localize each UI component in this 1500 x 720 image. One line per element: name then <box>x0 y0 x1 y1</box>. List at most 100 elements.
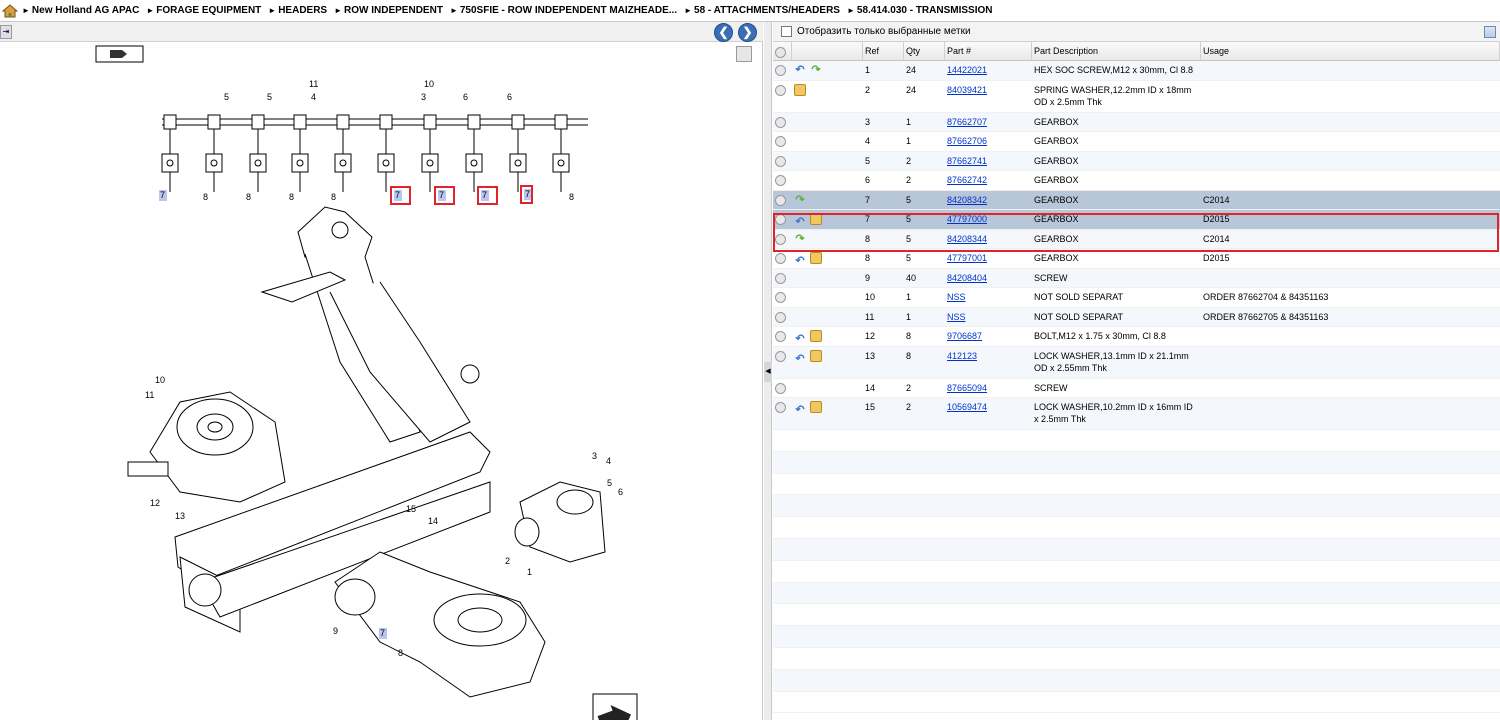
part-number-link[interactable]: 412123 <box>947 350 978 361</box>
expand-row-icon[interactable] <box>775 350 786 362</box>
part-number-link[interactable]: NSS <box>947 311 966 322</box>
breadcrumb-item[interactable]: ►58.414.030 - TRANSMISSION <box>846 5 993 16</box>
breadcrumb-item[interactable]: ►FORAGE EQUIPMENT <box>146 5 262 16</box>
collapse-icon[interactable]: ⇥ <box>0 25 12 39</box>
part-number-link[interactable]: 84208342 <box>947 194 988 205</box>
expand-all-icon[interactable] <box>773 42 792 60</box>
qty-cell: 24 <box>906 84 917 95</box>
part-number-link[interactable]: 84039421 <box>947 84 988 95</box>
zoom-fit-icon[interactable] <box>736 46 752 62</box>
expand-row-icon[interactable] <box>775 402 786 413</box>
forward-arrow-icon[interactable]: ↷ <box>811 64 821 76</box>
part-number-link[interactable]: 87662707 <box>947 116 988 127</box>
home-icon[interactable] <box>2 3 18 19</box>
back-arrow-icon[interactable]: ↶ <box>795 255 805 267</box>
row-icons: ↷ <box>792 230 863 249</box>
show-selected-checkbox[interactable] <box>781 26 792 37</box>
part-number-link[interactable]: 47797001 <box>947 253 988 263</box>
expand-row-icon[interactable] <box>775 136 786 147</box>
package-icon[interactable] <box>810 401 822 413</box>
expand-row-icon[interactable] <box>775 155 786 167</box>
expand-row-icon[interactable] <box>775 331 786 342</box>
back-arrow-icon[interactable]: ↶ <box>795 333 805 345</box>
collapse-left-icon[interactable]: ◀ <box>764 362 772 382</box>
part-number-link[interactable]: 84208344 <box>947 233 988 244</box>
expand-row-icon[interactable] <box>775 116 786 128</box>
col-usage[interactable]: Usage <box>1201 42 1500 60</box>
bottom-label[interactable]: 7 <box>159 190 167 201</box>
expand-row-icon[interactable] <box>775 292 786 303</box>
part-number-link[interactable]: 87662706 <box>947 136 988 146</box>
breadcrumb-item[interactable]: ►750SFIE - ROW INDEPENDENT MAIZHEADE... <box>449 5 678 16</box>
expand-row-icon[interactable] <box>775 253 786 264</box>
package-icon[interactable] <box>810 330 822 342</box>
col-ref[interactable]: Ref <box>863 42 904 60</box>
part-number-link[interactable]: 84208404 <box>947 272 988 283</box>
highlighted-ref-7[interactable]: 7 <box>477 186 498 205</box>
highlighted-ref-7[interactable]: 7 <box>390 186 411 205</box>
expand-row-icon[interactable] <box>775 382 786 394</box>
back-to-list-icon[interactable] <box>592 693 638 720</box>
part-number-link[interactable]: 14422021 <box>947 65 988 75</box>
expand-row-icon[interactable] <box>775 311 786 323</box>
part-number-link[interactable]: 47797000 <box>947 214 988 224</box>
expand-row-icon[interactable] <box>775 233 786 245</box>
part-number-link[interactable]: 9706687 <box>947 331 983 341</box>
previous-diagram-button[interactable]: ❮ <box>714 23 733 42</box>
breadcrumb-item[interactable]: ►58 - ATTACHMENTS/HEADERS <box>684 5 840 16</box>
back-arrow-icon[interactable]: ↶ <box>795 216 805 228</box>
panel-splitter[interactable]: ◀ <box>764 22 772 720</box>
expand-row-icon[interactable] <box>775 194 786 206</box>
print-icon[interactable] <box>95 45 144 63</box>
col-desc[interactable]: Part Description <box>1032 42 1201 60</box>
highlighted-ref-7[interactable]: 7 <box>434 186 455 205</box>
back-arrow-icon[interactable]: ↶ <box>795 64 805 76</box>
forward-arrow-icon[interactable]: ↷ <box>795 232 805 245</box>
next-diagram-button[interactable]: ❯ <box>738 23 757 42</box>
breadcrumb-item[interactable]: ►New Holland AG APAC <box>22 5 140 16</box>
grid-settings-icon[interactable] <box>1484 26 1496 38</box>
back-arrow-icon[interactable]: ↶ <box>795 404 805 416</box>
expand-row-icon[interactable] <box>775 84 786 96</box>
breadcrumb-item[interactable]: ►HEADERS <box>268 5 328 16</box>
package-icon[interactable] <box>810 252 822 264</box>
part-number-link[interactable]: 87662742 <box>947 175 988 185</box>
expand-row-icon[interactable] <box>775 214 786 225</box>
expand-row-icon[interactable] <box>775 175 786 186</box>
highlighted-ref-7[interactable]: 7 <box>520 185 533 204</box>
callout-label[interactable]: 7 <box>379 628 387 639</box>
package-icon[interactable] <box>810 213 822 225</box>
col-part[interactable]: Part # <box>945 42 1032 60</box>
package-icon[interactable] <box>794 83 806 96</box>
expand-row-icon[interactable] <box>775 272 786 284</box>
forward-arrow-icon[interactable]: ↷ <box>795 193 805 206</box>
breadcrumb-item[interactable]: ►ROW INDEPENDENT <box>334 5 443 16</box>
expand-row-icon[interactable] <box>775 65 786 76</box>
qty-cell: 1 <box>906 311 912 322</box>
back-arrow-icon[interactable]: ↶ <box>795 352 805 365</box>
part-number-link[interactable]: 87665094 <box>947 382 988 393</box>
package-icon[interactable] <box>810 349 822 362</box>
col-qty[interactable]: Qty <box>904 42 945 60</box>
ref-cell: 3 <box>865 116 871 127</box>
part-number-link[interactable]: 87662741 <box>947 155 988 166</box>
part-number-link[interactable]: NSS <box>947 292 966 302</box>
part-number-link[interactable]: 10569474 <box>947 402 988 412</box>
